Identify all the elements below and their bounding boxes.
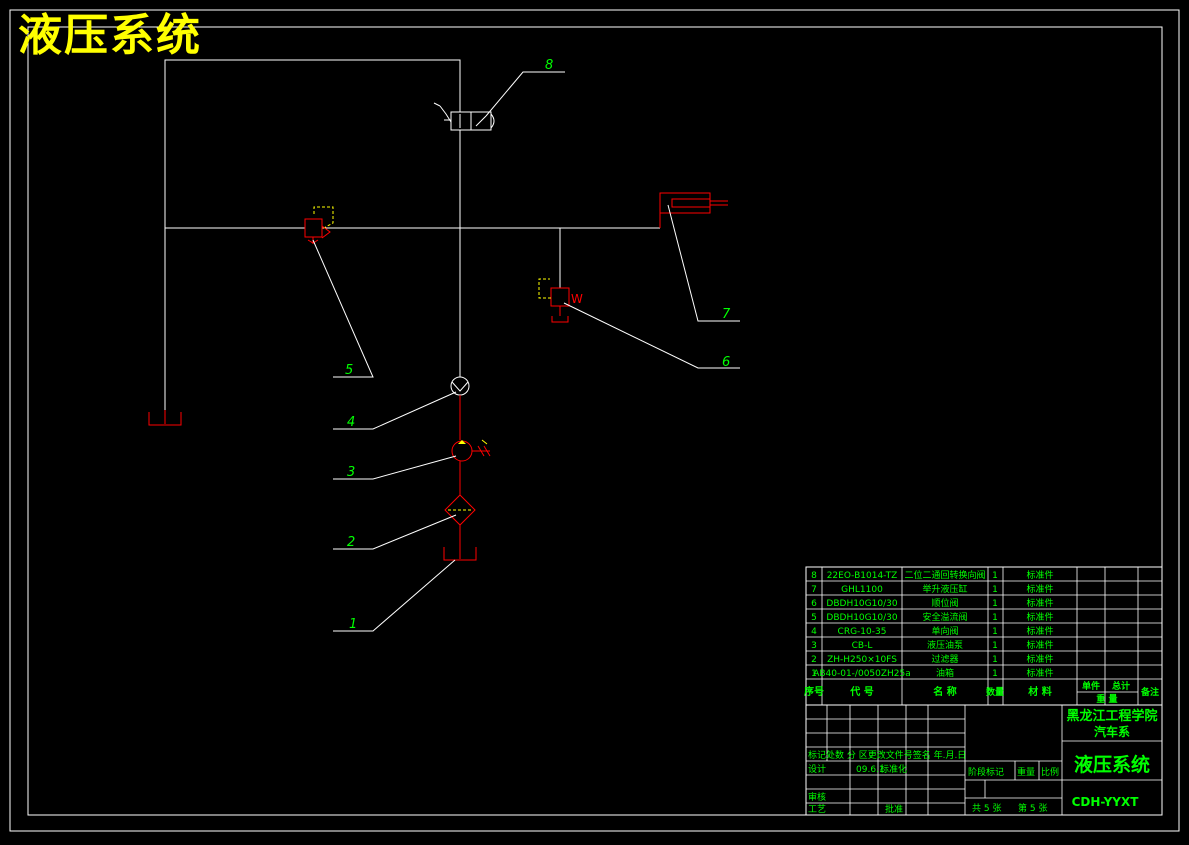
inner-frame (27, 26, 1163, 816)
design-date: 09.6.1 (856, 765, 885, 775)
bom-cell-qty: 1 (992, 585, 998, 595)
bom-cell-name: 过滤器 (931, 653, 958, 665)
review-label: 审核 (808, 791, 826, 803)
callout-7: 7 (722, 307, 731, 322)
bom-cell-no: 1 (811, 669, 817, 679)
bom-cell-qty: 1 (992, 613, 998, 623)
bom-header-remark: 备注 (1140, 686, 1159, 698)
revision-row: 标记处数 分 区更改文件号签名 年.月.日 (808, 749, 966, 761)
bom-cell-no: 3 (811, 641, 817, 651)
bom-cell-name: 油箱 (936, 667, 954, 679)
bom-cell-name: 顺位阀 (931, 597, 958, 609)
bom-cell-no: 8 (811, 571, 817, 581)
bom-cell-name: 液压油泵 (927, 639, 963, 651)
bom-cell-qty: 1 (992, 571, 998, 581)
bom-header-code: 代 号 (849, 685, 873, 698)
leader-lines (312, 71, 740, 632)
bom-cell-code: DBDH10G10/30 (826, 613, 897, 623)
callout-numbers: 8 5 6 7 4 3 2 1 (345, 58, 731, 632)
outer-frame (9, 9, 1180, 832)
bom-cell-remark: 标准件 (1026, 569, 1053, 581)
bom-cell-remark: 标准件 (1026, 625, 1053, 637)
oil-tank-1 (443, 547, 477, 561)
bom-cell-qty: 1 (992, 641, 998, 651)
bom-cell-no: 6 (811, 599, 817, 609)
bom-cell-remark: 标准件 (1026, 653, 1053, 665)
callout-4: 4 (347, 415, 355, 430)
bom-cell-no: 2 (811, 655, 817, 665)
scale-label: 比例 (1041, 766, 1059, 778)
bom-cell-qty: 1 (992, 655, 998, 665)
callout-2: 2 (347, 535, 355, 550)
bom-header-total: 总计 (1112, 680, 1130, 692)
return-tank (148, 412, 182, 426)
hydraulic-pump-3 (451, 439, 491, 495)
relief-valve-5 (304, 206, 334, 244)
bom-cell-qty: 1 (992, 627, 998, 637)
directional-valve-8 (433, 102, 495, 131)
bom-cell-qty: 1 (992, 599, 998, 609)
bom-cell-code: 22EO-B1014-TZ (827, 571, 898, 581)
department-name: 汽车系 (1094, 724, 1130, 739)
bom-cell-no: 4 (811, 627, 817, 637)
title-block: 标记处数 分 区更改文件号签名 年.月.日 设计 09.6.1 标准化 审核 工… (805, 704, 1163, 816)
stage-mark-label: 阶段标记 (968, 766, 1004, 778)
bom-cell-remark: 标准件 (1026, 597, 1053, 609)
bom-header-name: 名 称 (933, 685, 956, 698)
drawing-number: CDH-YYXT (1072, 795, 1140, 809)
bom-cell-code: AB40-01-/0050ZH25a (813, 669, 911, 679)
bom-cell-code: CRG-10-35 (838, 627, 887, 637)
bom-cell-code: GHL1100 (841, 585, 883, 595)
total-sheets: 共 5 张 (972, 803, 1001, 814)
bom-cell-remark: 标准件 (1026, 639, 1053, 651)
bom-cell-name: 单向阀 (931, 625, 958, 637)
standardize-label: 标准化 (880, 763, 907, 775)
callout-3: 3 (347, 465, 355, 480)
filter-2 (444, 494, 476, 559)
sheet-number: 第 5 张 (1018, 802, 1047, 814)
bom-cell-name: 二位二通回转换向阀 (904, 569, 985, 581)
bom-cell-remark: 标准件 (1026, 667, 1053, 679)
bom-cell-no: 5 (811, 613, 817, 623)
designer-label: 设计 (808, 763, 826, 775)
callout-6: 6 (722, 355, 730, 370)
bom-cell-code: CB-L (852, 641, 873, 651)
school-name: 黑龙江工程学院 (1066, 708, 1157, 724)
lift-cylinder-7 (659, 192, 728, 228)
sequence-valve-6: W (538, 278, 583, 323)
spring-mark: W (571, 292, 583, 306)
bom-cell-qty: 1 (992, 669, 998, 679)
bom-cell-remark: 标准件 (1026, 611, 1053, 623)
bill-of-materials: 8 22EO-B1014-TZ 二位二通回转换向阀 1 标准件 7 GHL1100 举升液压缸… (804, 566, 1163, 706)
bom-cell-remark: 标准件 (1026, 583, 1053, 595)
bom-cell-no: 7 (811, 585, 817, 595)
pipe-lines (164, 59, 660, 410)
bom-cell-code: ZH-H250×10FS (827, 655, 897, 665)
callout-1: 1 (349, 617, 357, 632)
process-label: 工艺 (808, 804, 826, 815)
drawing-title: 液压系统 (18, 10, 202, 61)
bom-cell-name: 举升液压缸 (922, 583, 967, 595)
callout-5: 5 (345, 363, 353, 378)
drawing-name: 液压系统 (1074, 753, 1150, 776)
callout-8: 8 (545, 58, 553, 73)
approve-label: 批准 (885, 803, 903, 815)
check-valve-4 (450, 376, 470, 440)
bom-cell-code: DBDH10G10/30 (826, 599, 897, 609)
bom-header-weight: 重 量 (1096, 693, 1117, 705)
bom-cell-name: 安全溢流阀 (922, 611, 967, 623)
bom-header-no: 序号 (804, 685, 824, 698)
bom-header-material: 材 料 (1028, 685, 1051, 698)
bom-header-unit: 单件 (1082, 680, 1100, 692)
weight-label: 重量 (1017, 766, 1035, 778)
bom-header-qty: 数量 (986, 686, 1004, 698)
